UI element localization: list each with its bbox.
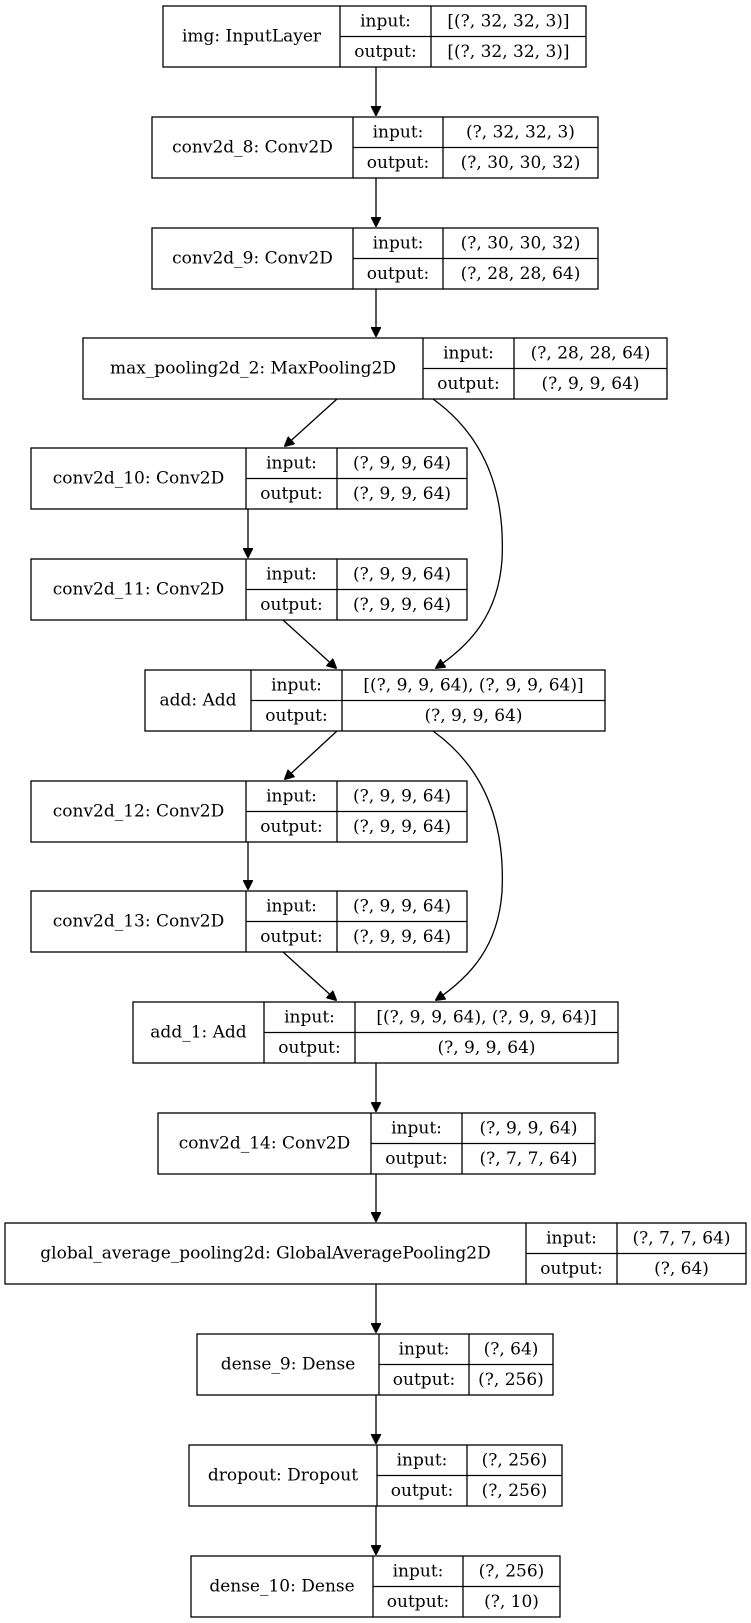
layer-node-max-pooling2d-2: max_pooling2d_2: MaxPooling2D input: outpu… xyxy=(82,337,668,400)
layer-name: max_pooling2d_2: MaxPooling2D xyxy=(110,359,396,379)
output-label: output: xyxy=(265,706,327,726)
output-label: output: xyxy=(387,1592,449,1612)
input-label: input: xyxy=(271,675,322,695)
input-shape: (?, 9, 9, 64) xyxy=(353,896,451,916)
input-label: input: xyxy=(546,1228,597,1248)
output-label: output: xyxy=(367,264,429,284)
layer-node-add: add: Add input: output: [(?, 9, 9, 64), (?,… xyxy=(144,669,606,732)
output-label: output: xyxy=(367,153,429,173)
layer-name: conv2d_12: Conv2D xyxy=(53,802,225,822)
layer-name: img: InputLayer xyxy=(182,27,322,47)
input-shape: (?, 256) xyxy=(482,1450,548,1470)
layer-node-add-1: add_1: Add input: output: [(?, 9, 9, 64), (… xyxy=(132,1001,619,1064)
layer-node-conv2d-11: conv2d_11: Conv2D input: output: (?, 9, 9, … xyxy=(30,558,468,621)
edge-conv2d-13-to-add-1 xyxy=(282,951,336,1000)
input-label: input: xyxy=(397,1450,448,1470)
input-label: input: xyxy=(266,564,317,584)
input-shape: (?, 256) xyxy=(479,1561,545,1581)
output-shape: (?, 9, 9, 64) xyxy=(353,927,451,947)
output-shape: [(?, 32, 32, 3)] xyxy=(447,42,569,62)
input-label: input: xyxy=(443,343,494,363)
layer-name: dense_10: Dense xyxy=(209,1577,354,1597)
edge-add-to-add-1 xyxy=(432,730,504,1000)
output-shape: (?, 256) xyxy=(478,1370,544,1390)
input-shape: (?, 32, 32, 3) xyxy=(466,122,575,142)
input-label: input: xyxy=(373,122,424,142)
output-shape: (?, 9, 9, 64) xyxy=(353,817,451,837)
output-shape: (?, 10) xyxy=(484,1592,539,1612)
layer-name: dense_9: Dense xyxy=(221,1355,356,1375)
layer-node-conv2d-13: conv2d_13: Conv2D input: output: (?, 9, 9, … xyxy=(30,890,468,953)
layer-node-conv2d-8: conv2d_8: Conv2D input: output: (?, 32, 32,… xyxy=(151,116,599,179)
input-label: input: xyxy=(266,786,317,806)
layer-name: conv2d_9: Conv2D xyxy=(172,249,333,269)
input-label: input: xyxy=(373,233,424,253)
layer-name: global_average_pooling2d: GlobalAverageP… xyxy=(40,1244,490,1264)
output-shape: (?, 9, 9, 64) xyxy=(437,1038,535,1058)
input-shape: (?, 9, 9, 64) xyxy=(353,786,451,806)
input-shape: (?, 9, 9, 64) xyxy=(353,453,451,473)
output-label: output: xyxy=(540,1259,602,1279)
edges-layer xyxy=(248,67,504,1554)
input-label: input: xyxy=(391,1118,442,1138)
edge-max-pooling2d-2-to-add xyxy=(432,398,504,668)
input-shape: (?, 30, 30, 32) xyxy=(461,233,581,253)
output-label: output: xyxy=(260,484,322,504)
layer-node-conv2d-10: conv2d_10: Conv2D input: output: (?, 9, 9, … xyxy=(30,447,468,510)
output-label: output: xyxy=(391,1481,453,1501)
output-label: output: xyxy=(260,927,322,947)
output-label: output: xyxy=(437,374,499,394)
layer-name: conv2d_10: Conv2D xyxy=(53,469,225,489)
input-label: input: xyxy=(399,1339,450,1359)
layer-node-dense-10: dense_10: Dense input: output: (?, 256) (?, … xyxy=(190,1555,561,1618)
input-shape: (?, 28, 28, 64) xyxy=(531,343,651,363)
input-label: input: xyxy=(360,11,411,31)
layer-name: dropout: Dropout xyxy=(208,1466,358,1486)
layer-node-img: img: InputLayer input: output: [(?, 32, 32,… xyxy=(162,5,587,68)
input-label: input: xyxy=(393,1561,444,1581)
layer-name: add: Add xyxy=(159,691,236,711)
input-label: input: xyxy=(284,1007,335,1027)
output-label: output: xyxy=(354,42,416,62)
layer-name: conv2d_8: Conv2D xyxy=(172,138,333,158)
layer-node-dense-9: dense_9: Dense input: output: (?, 64) (?, 25… xyxy=(196,1333,554,1396)
layer-node-conv2d-9: conv2d_9: Conv2D input: output: (?, 30, 30,… xyxy=(151,227,599,290)
input-shape: [(?, 9, 9, 64), (?, 9, 9, 64)] xyxy=(363,675,583,695)
layer-node-global-average-pooling2d: global_average_pooling2d: GlobalAverageP… xyxy=(4,1222,747,1285)
nodes-layer: img: InputLayer input: output: [(?, 32, 32,… xyxy=(4,5,747,1618)
output-shape: (?, 30, 30, 32) xyxy=(461,153,581,173)
output-shape: (?, 28, 28, 64) xyxy=(461,264,581,284)
output-shape: (?, 9, 9, 64) xyxy=(424,706,522,726)
input-shape: (?, 9, 9, 64) xyxy=(479,1118,577,1138)
output-label: output: xyxy=(385,1149,447,1169)
output-shape: (?, 9, 9, 64) xyxy=(541,374,639,394)
edge-conv2d-11-to-add xyxy=(282,619,336,668)
output-shape: (?, 7, 7, 64) xyxy=(479,1149,577,1169)
output-label: output: xyxy=(260,595,322,615)
layer-name: conv2d_13: Conv2D xyxy=(53,912,225,932)
output-label: output: xyxy=(393,1370,455,1390)
input-shape: [(?, 32, 32, 3)] xyxy=(447,11,569,31)
edge-add-to-conv2d-12 xyxy=(285,730,338,779)
layer-name: conv2d_14: Conv2D xyxy=(179,1134,351,1154)
output-label: output: xyxy=(278,1038,340,1058)
input-shape: [(?, 9, 9, 64), (?, 9, 9, 64)] xyxy=(376,1007,596,1027)
output-shape: (?, 64) xyxy=(654,1259,709,1279)
input-label: input: xyxy=(266,896,317,916)
input-shape: (?, 64) xyxy=(484,1339,539,1359)
input-shape: (?, 9, 9, 64) xyxy=(353,564,451,584)
layer-node-conv2d-14: conv2d_14: Conv2D input: output: (?, 9, 9, … xyxy=(157,1112,596,1175)
output-label: output: xyxy=(260,817,322,837)
input-shape: (?, 7, 7, 64) xyxy=(632,1228,730,1248)
output-shape: (?, 9, 9, 64) xyxy=(353,484,451,504)
layer-name: add_1: Add xyxy=(150,1023,247,1043)
layer-name: conv2d_11: Conv2D xyxy=(53,580,225,600)
layer-node-conv2d-12: conv2d_12: Conv2D input: output: (?, 9, 9, … xyxy=(30,780,468,843)
edge-max-pooling2d-2-to-conv2d-10 xyxy=(285,398,338,446)
output-shape: (?, 9, 9, 64) xyxy=(353,595,451,615)
layer-node-dropout: dropout: Dropout input: output: (?, 256) (?,… xyxy=(188,1444,563,1507)
input-label: input: xyxy=(266,453,317,473)
output-shape: (?, 256) xyxy=(482,1481,548,1501)
